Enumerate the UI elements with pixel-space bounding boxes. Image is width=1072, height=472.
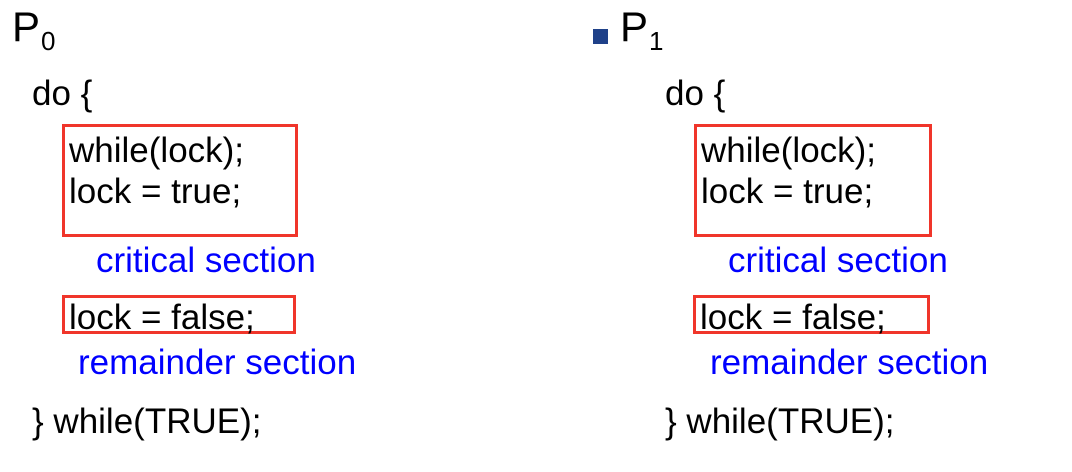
code-line-do-close: } while(TRUE);	[665, 402, 895, 441]
process-label-subscript: 1	[649, 26, 664, 56]
code-line-remainder-section: remainder section	[78, 343, 357, 382]
process-label-p0: P0	[12, 3, 56, 57]
code-line-do-close: } while(TRUE);	[32, 402, 262, 441]
process-block-p0: P0 do { while(lock); lock = true; critic…	[12, 3, 357, 441]
exit-section-box-p1: lock = false;	[693, 295, 930, 337]
process-block-p1: P1 do { while(lock); lock = true; critic…	[580, 0, 1072, 472]
code-line-lock-false: lock = false;	[69, 298, 255, 337]
code-line-do-open: do {	[665, 74, 726, 113]
code-line-do-open: do {	[32, 74, 93, 113]
code-line-while-lock: while(lock);	[69, 131, 245, 170]
code-line-lock-true: lock = true;	[701, 172, 874, 211]
entry-section-box-p0: while(lock); lock = true;	[62, 124, 298, 237]
bullet-square-icon	[593, 29, 608, 44]
process-label-base: P	[12, 3, 41, 50]
code-line-lock-true: lock = true;	[69, 172, 242, 211]
code-line-critical-section: critical section	[96, 241, 316, 280]
process-label-base: P	[620, 3, 649, 50]
code-line-remainder-section: remainder section	[710, 343, 989, 382]
process-label-p1: P1	[620, 3, 664, 57]
code-line-while-lock: while(lock);	[701, 131, 877, 170]
entry-section-box-p1: while(lock); lock = true;	[694, 124, 932, 237]
process-label-subscript: 0	[41, 26, 56, 56]
code-line-lock-false: lock = false;	[700, 298, 886, 337]
exit-section-box-p0: lock = false;	[62, 295, 296, 337]
code-line-critical-section: critical section	[728, 241, 948, 280]
